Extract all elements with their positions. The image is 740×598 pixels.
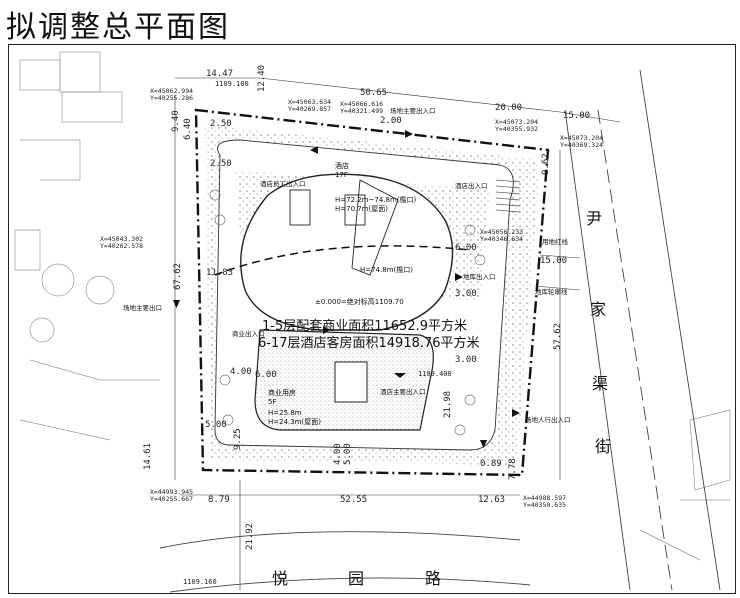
hotel-floors: 17F <box>335 171 348 179</box>
label-hotel-staff-entry: 酒店员工出入口 <box>260 179 306 188</box>
elev-1: 1109.100 <box>215 80 249 88</box>
road-east-char-2: 家 <box>590 300 606 319</box>
commercial-height-2: H=24.3m(屋面) <box>268 418 321 426</box>
dim-14.47: 14.47 <box>206 69 233 79</box>
dim-50.65: 50.65 <box>360 88 387 98</box>
coord-n2-x: X=45066.616 <box>340 100 383 108</box>
dimension-lines <box>174 77 621 590</box>
context-buildings-east <box>639 409 731 561</box>
area-statement-2: 6-17层酒店客房面积14918.76平方米 <box>258 335 480 351</box>
hotel-name: 酒店 <box>335 161 349 170</box>
dim-4.00b: 4.00 <box>333 443 343 465</box>
elevation-note: ±0.000=绝对标高1109.70 <box>315 297 404 306</box>
coord-se-y: Y=40350.635 <box>523 501 566 509</box>
dim-7.78: 7.78 <box>508 458 518 480</box>
coord-n1-x: X=45063.634 <box>288 98 331 106</box>
dim-15.00: 15.00 <box>563 111 590 121</box>
dim-57.62: 57.62 <box>553 323 563 350</box>
dim-6.40: 6.40 <box>183 118 193 140</box>
coord-w-x: X=45043.302 <box>100 235 143 243</box>
dim-2.50b: 2.50 <box>210 159 232 169</box>
coord-nw-y: Y=40255.286 <box>150 94 193 102</box>
page-title: 拟调整总平面图 <box>6 10 230 45</box>
dim-6.00a: 6.00 <box>255 370 277 380</box>
label-site-exit-west: 场地主要出口 <box>123 303 162 312</box>
hotel-height-2: H=70.7m(屋面) <box>335 205 388 213</box>
dim-3.00b: 3.00 <box>455 355 477 365</box>
road-east-char-3: 渠 <box>592 374 608 393</box>
south-road <box>159 531 531 593</box>
label-setback-line: 用地红线 <box>542 237 569 246</box>
tree-symbols <box>209 189 486 436</box>
label-site-entry-north: 场地主要出入口 <box>390 106 436 115</box>
road-east-char-4: 街 <box>595 437 611 456</box>
dim-21.98: 21.98 <box>443 391 453 418</box>
coord-n1-y: Y=40269.857 <box>288 105 331 113</box>
coord-ne1-x: X=45073.204 <box>495 118 538 126</box>
dim-6.00b: 6.00 <box>455 243 477 253</box>
context-buildings-west <box>14 51 160 441</box>
east-road <box>564 69 721 591</box>
dim-2.50a: 2.50 <box>210 119 232 129</box>
label-site-people-entry: 场地人行出入口 <box>525 415 571 424</box>
dim-12.40: 12.40 <box>257 65 267 92</box>
commercial-name: 商业用房 <box>268 388 296 397</box>
dim-20.00: 20.00 <box>495 103 522 113</box>
coord-n2-y: Y=40321.499 <box>340 107 383 115</box>
dim-9.62: 9.62 <box>541 153 551 175</box>
dim-11.83: 11.83 <box>206 268 233 278</box>
commercial-height-1: H=25.8m <box>268 409 302 417</box>
elev-2: 1109.400 <box>418 370 452 378</box>
dim-4.00a: 4.00 <box>230 367 252 377</box>
label-commercial-entry: 商业出入口 <box>232 329 265 338</box>
hotel-cores <box>289 179 399 276</box>
coord-sw-x: X=44993.945 <box>150 488 193 496</box>
hotel-height-3: H=74.8m(檐口) <box>360 265 413 274</box>
dim-15.00b: 15.00 <box>540 256 567 266</box>
coord-ne1-y: Y=40355.932 <box>495 125 538 133</box>
dim-2.00: 2.00 <box>380 116 402 126</box>
label-underground-entry: 地库出入口 <box>463 272 496 281</box>
coord-e-y: Y=40346.634 <box>480 235 523 243</box>
dim-21.92: 21.92 <box>245 523 255 550</box>
road-south-char-3: 路 <box>425 569 441 588</box>
coord-w-y: Y=40262.578 <box>100 242 143 250</box>
coord-se-x: X=44988.597 <box>523 494 566 502</box>
coord-sw-y: Y=40255.667 <box>150 495 193 503</box>
road-south-char-2: 园 <box>348 569 364 588</box>
dim-9.40: 9.40 <box>171 110 181 132</box>
dim-0.89: 0.89 <box>480 459 502 469</box>
basement-outline <box>214 245 471 276</box>
label-hotel-entry: 酒店出入口 <box>455 181 488 190</box>
dim-9.25: 9.25 <box>233 428 243 450</box>
dim-52.55: 52.55 <box>340 495 367 505</box>
road-east-char-1: 尹 <box>586 209 602 228</box>
road-south-char-1: 悦 <box>272 569 288 588</box>
hotel-height-1: H=72.2m~74.8m(檐口) <box>335 195 417 204</box>
parking-stalls <box>495 179 521 213</box>
drawing-frame <box>8 44 736 594</box>
area-statement-1: 1-5层配套商业面积11652.9平方米 <box>262 318 467 334</box>
label-basement-line: 地库轮廓线 <box>535 287 568 296</box>
pool <box>334 361 368 403</box>
elev-3: 1109.160 <box>183 578 217 586</box>
dim-8.79: 8.79 <box>208 495 230 505</box>
hotel-tower <box>240 173 454 331</box>
dim-67.62: 67.62 <box>173 263 183 290</box>
coord-ne2-y: Y=40369.324 <box>560 141 603 149</box>
dim-12.63: 12.63 <box>478 495 505 505</box>
entrance-arrows <box>173 130 520 448</box>
coord-nw-x: X=45062.994 <box>150 87 193 95</box>
coord-ne2-x: X=45073.204 <box>560 134 603 142</box>
site-boundary <box>194 108 550 477</box>
dim-14.61: 14.61 <box>143 443 153 470</box>
commercial-floors: 5F <box>268 398 276 406</box>
label-hotel-main-entry: 酒店主要出入口 <box>380 387 426 396</box>
dim-5.00a: 5.00 <box>205 420 227 430</box>
dim-5.00b: 5.00 <box>343 443 353 465</box>
coord-e-x: X=45056.233 <box>480 228 523 236</box>
dim-3.00a: 3.00 <box>455 289 477 299</box>
